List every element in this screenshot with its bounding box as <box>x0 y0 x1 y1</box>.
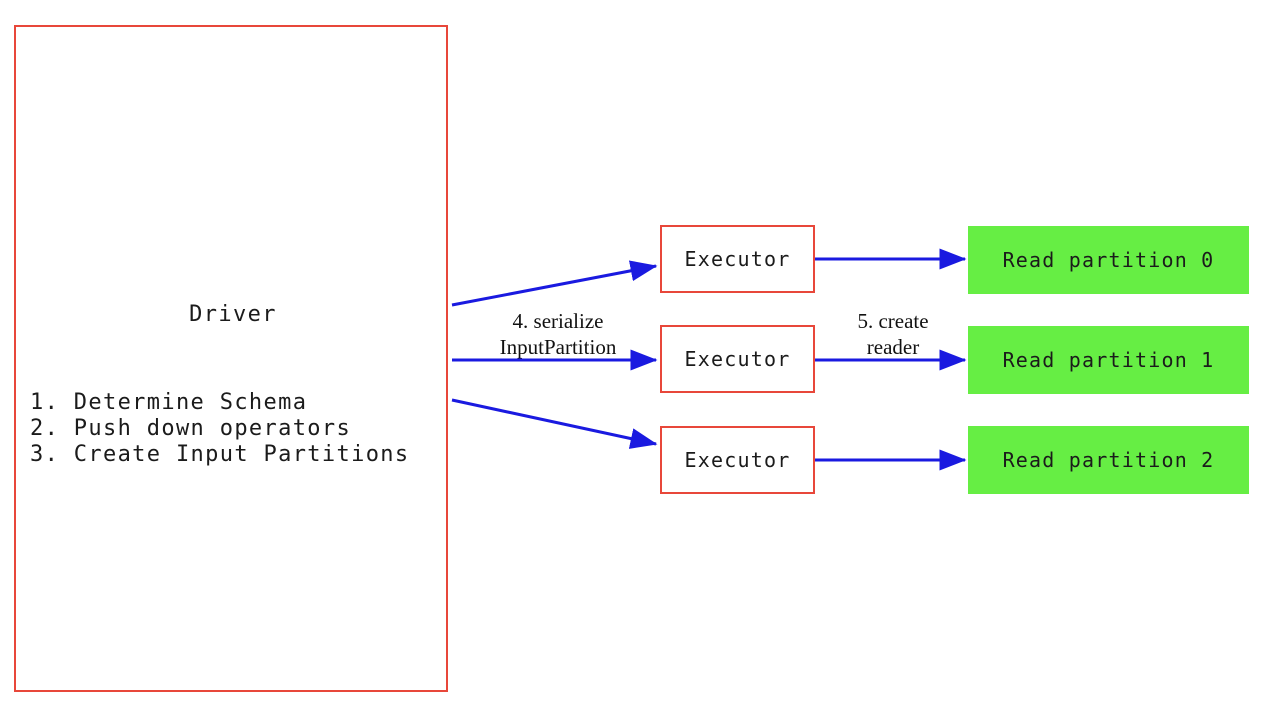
partition-box-0: Read partition 0 <box>968 226 1249 294</box>
executor-label-1: Executor <box>684 347 791 371</box>
executor-label-2: Executor <box>684 448 791 472</box>
executor-box-0: Executor <box>660 225 815 293</box>
driver-step-2: 2. Push down operators <box>30 416 352 441</box>
executor-box-1: Executor <box>660 325 815 393</box>
edge-label-serialize-inputpartition: 4. serialize InputPartition <box>499 309 617 359</box>
driver-step-list: 1. Determine Schema 2. Push down operato… <box>30 390 450 468</box>
partition-label-0: Read partition 0 <box>1002 248 1215 272</box>
executor-label-0: Executor <box>684 247 791 271</box>
arrow-driver-to-executor-2 <box>451 398 658 449</box>
edge-label-create-reader: 5. create reader <box>857 309 929 359</box>
partition-box-2: Read partition 2 <box>968 426 1249 494</box>
partition-label-2: Read partition 2 <box>1002 448 1215 472</box>
executor-box-2: Executor <box>660 426 815 494</box>
arrow-driver-to-executor-0 <box>451 260 658 307</box>
driver-step-1: 1. Determine Schema <box>30 390 308 415</box>
driver-step-3: 3. Create Input Partitions <box>30 442 410 467</box>
driver-box: Driver 1. Determine Schema 2. Push down … <box>14 25 448 692</box>
driver-title: Driver <box>189 302 277 327</box>
partition-label-1: Read partition 1 <box>1002 348 1215 372</box>
partition-box-1: Read partition 1 <box>968 326 1249 394</box>
